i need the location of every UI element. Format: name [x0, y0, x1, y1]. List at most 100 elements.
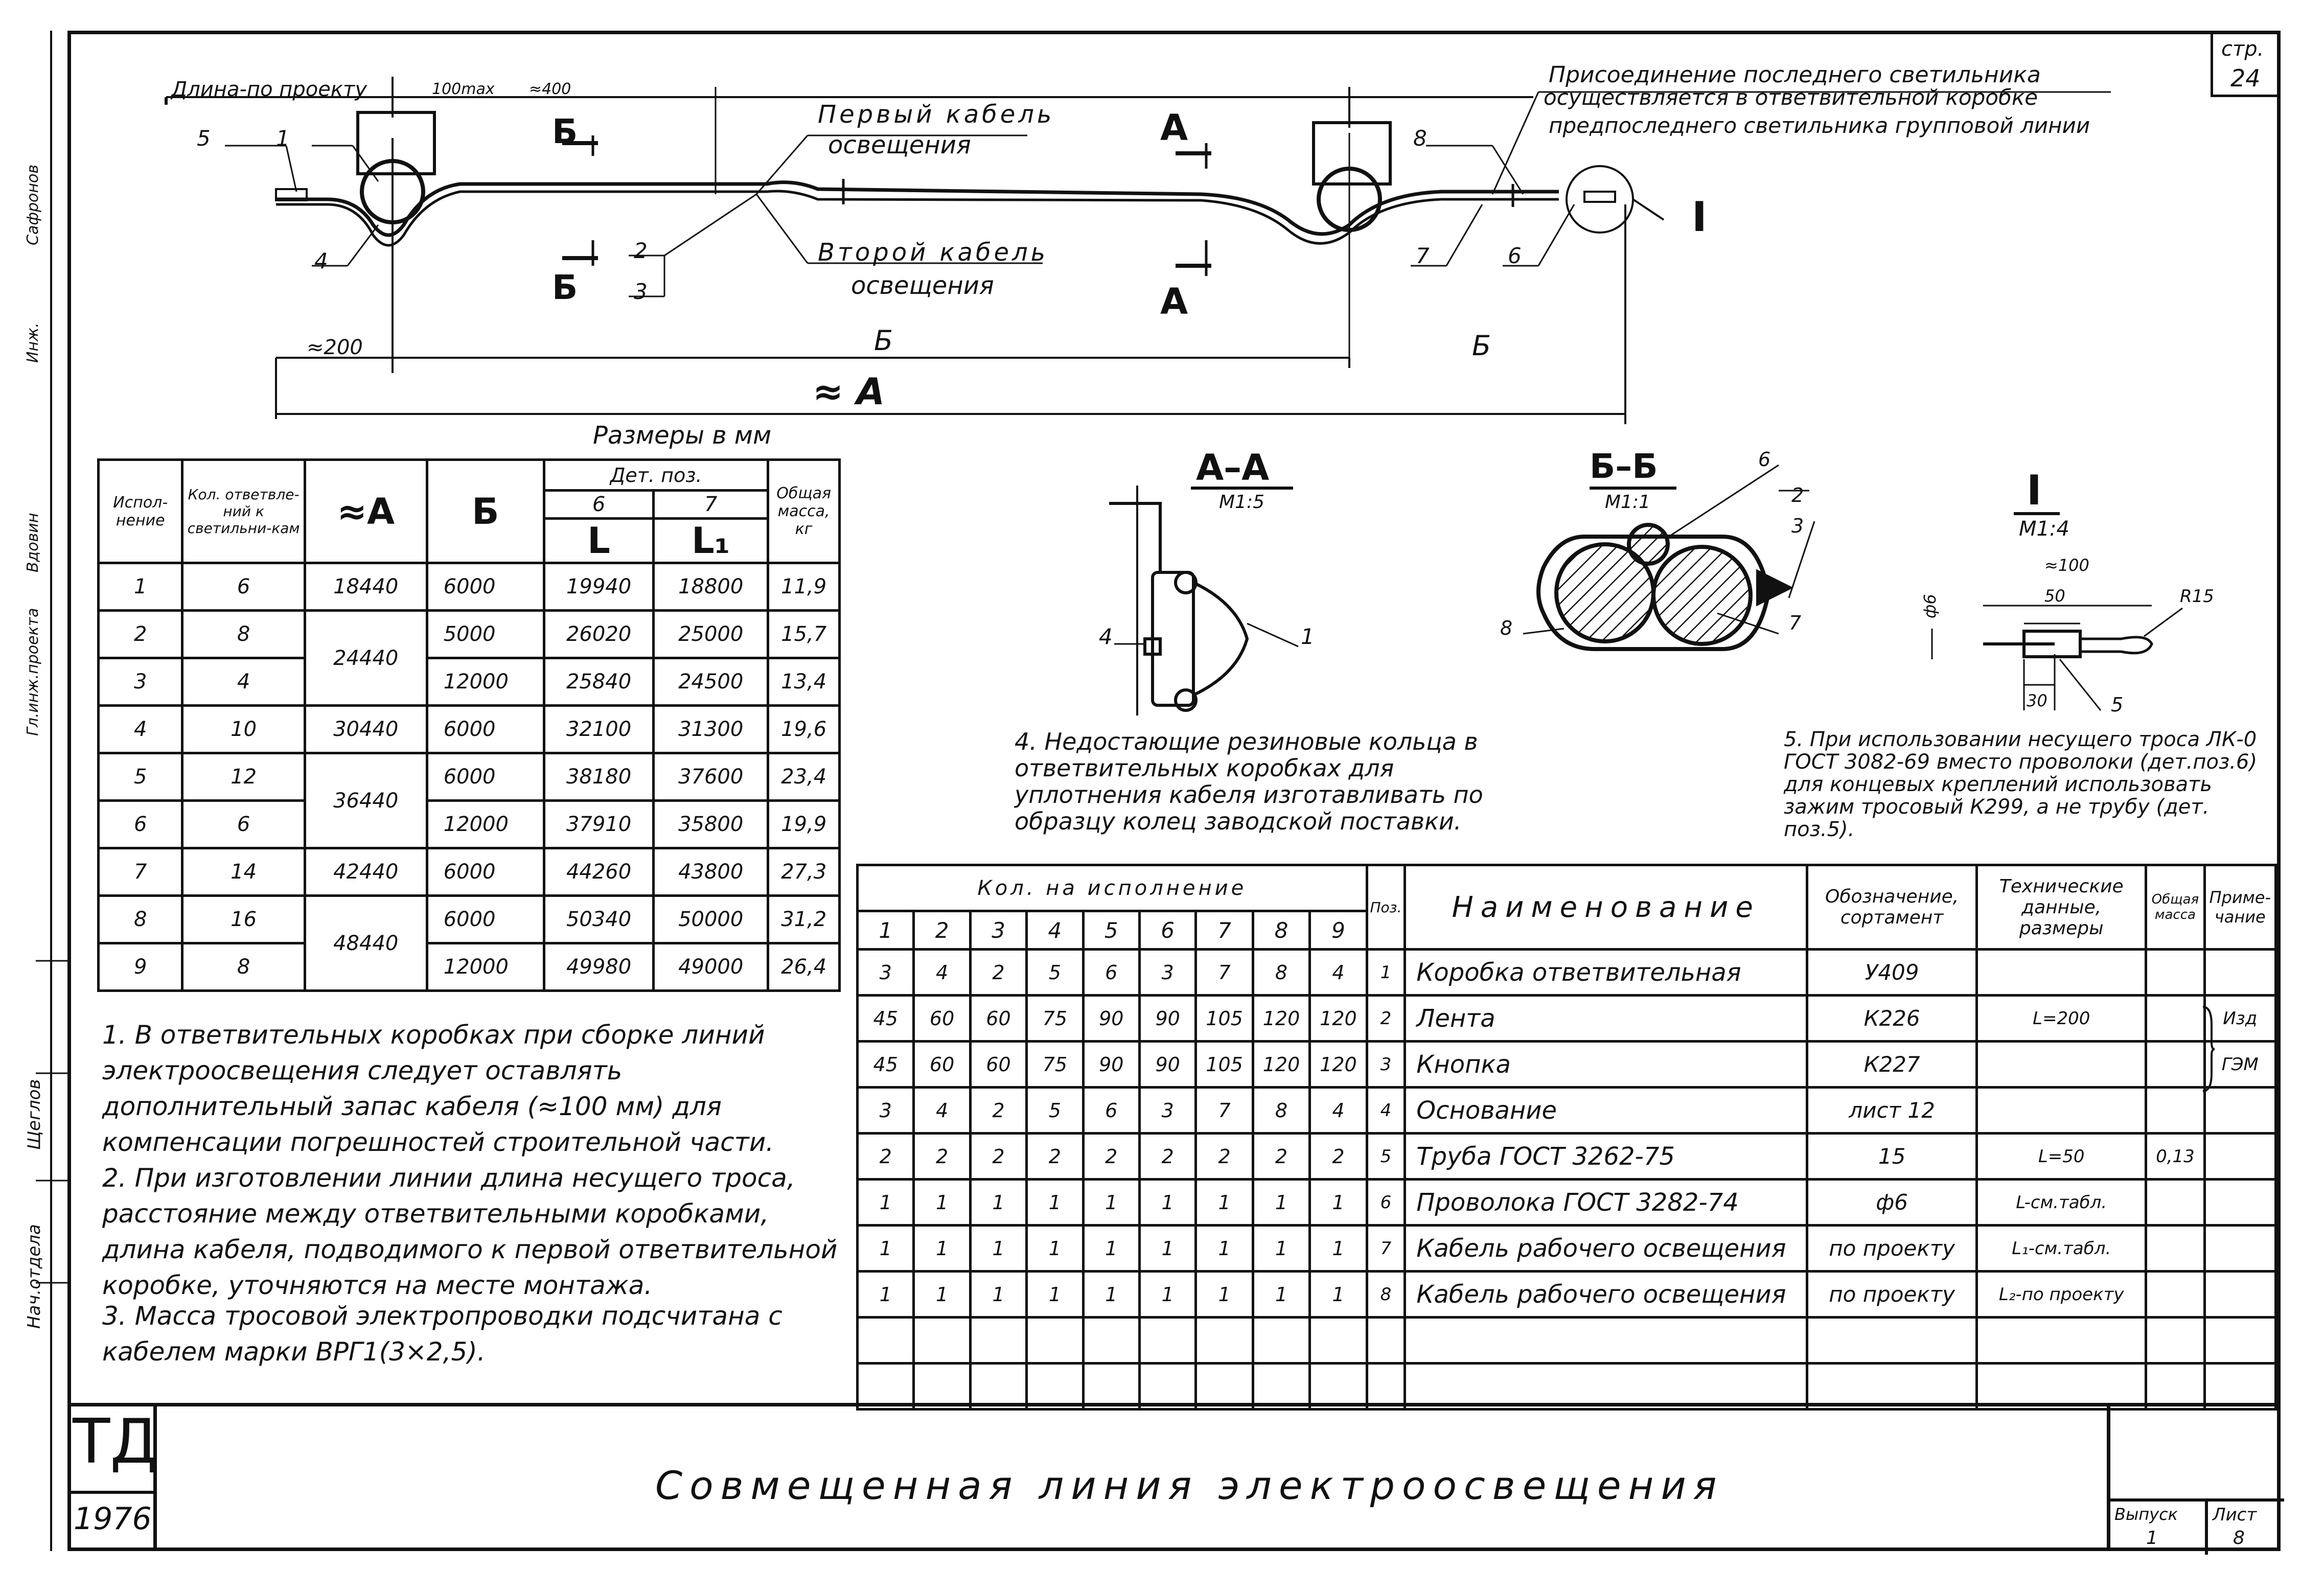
spec-desig-cell: лист 12 — [1806, 1086, 1978, 1135]
spec-qty-cell: 60 — [969, 1040, 1028, 1089]
spec-h-var-number: 7 — [1194, 910, 1254, 951]
spec-h-desig: Обозначение, сортамент — [1806, 864, 1978, 951]
second-cable-label-2: освещения — [851, 271, 994, 300]
spec-note-cell — [2203, 948, 2277, 997]
connection-note-3: предпоследнего светильника групповой лин… — [1549, 113, 2090, 138]
spec-name-cell: Основание — [1403, 1086, 1809, 1135]
connection-note-1: Присоединение последнего светильника — [1549, 62, 2041, 88]
dims-cell: 15,7 — [767, 609, 841, 659]
callout-2: 2 — [634, 238, 648, 263]
spec-qty-cell: 2 — [1308, 1132, 1368, 1181]
section-bb-scale: М1:1 — [1605, 492, 1650, 513]
spec-qty-cell: 2 — [969, 1132, 1028, 1181]
spec-qty-cell: 1 — [969, 1224, 1028, 1273]
spec-name-cell: Кнопка — [1403, 1040, 1809, 1089]
spec-qty-cell: 2 — [1194, 1132, 1254, 1181]
dims-h-mass: Общая масса, кг — [767, 458, 841, 564]
dims-cell: 37600 — [652, 752, 770, 802]
spec-name-cell: Проволока ГОСТ 3282-74 — [1403, 1178, 1809, 1227]
callout-4: 4 — [314, 248, 328, 273]
dims-cell: 9 — [97, 942, 184, 992]
dims-cell: 19,9 — [767, 799, 841, 849]
spec-qty-cell: 2 — [1251, 1132, 1311, 1181]
spec-qty-cell: 1 — [1025, 1224, 1085, 1273]
spec-qty-cell: 3 — [856, 1086, 915, 1135]
dims-cell: 1 — [97, 562, 184, 612]
plan-view — [165, 77, 2111, 424]
dims-cell: 6 — [181, 562, 306, 612]
aa-callout-4: 4 — [1099, 624, 1113, 649]
spec-qty-cell: 4 — [1308, 1086, 1368, 1135]
spec-pos-cell: 8 — [1365, 1270, 1407, 1319]
callout-3: 3 — [634, 279, 648, 304]
dims-h-l: L — [542, 517, 655, 564]
spec-mass-cell — [2145, 1086, 2206, 1135]
spec-pos-cell: 3 — [1365, 1040, 1407, 1089]
dims-h-count: Кол. ответвле-ний к светильни-кам — [181, 458, 306, 564]
spec-desig-cell: по проекту — [1806, 1270, 1978, 1319]
spec-qty-cell: 5 — [1025, 1086, 1085, 1135]
section-bb-title: Б–Б — [1590, 447, 1658, 486]
spec-mass-cell — [2145, 1270, 2206, 1319]
section-mark-a-bottom: А — [1160, 281, 1188, 322]
section-mark-b-bottom: Б — [552, 268, 578, 307]
dims-cell: 3 — [97, 657, 184, 707]
dims-cell: 2 — [97, 609, 184, 659]
spec-qty-cell: 1 — [969, 1178, 1028, 1227]
spec-qty-cell: 120 — [1251, 994, 1311, 1043]
spec-qty-cell: 4 — [1308, 948, 1368, 997]
dims-cell: 26020 — [542, 609, 655, 659]
spec-qty-cell: 120 — [1251, 1040, 1311, 1089]
spec-tech-cell: L₂-по проекту — [1975, 1270, 2148, 1319]
spec-qty-cell: 1 — [912, 1224, 972, 1273]
dims-cell: 27,3 — [767, 847, 841, 897]
spec-qty-cell: 60 — [969, 994, 1028, 1043]
spec-tech-cell — [1975, 948, 2148, 997]
spec-qty-cell: 7 — [1194, 948, 1254, 997]
spec-qty-cell: 1 — [912, 1178, 972, 1227]
title-block: ТД 1976 Совмещенная линия электроосвещен… — [67, 1403, 2284, 1555]
dims-cell: 4 — [97, 704, 184, 754]
i-dim-50: 50 — [2044, 586, 2065, 606]
callout-7: 7 — [1416, 243, 1430, 268]
spec-qty-cell: 105 — [1194, 1040, 1254, 1089]
dims-cell-a: 30440 — [303, 704, 428, 754]
i-callout-5: 5 — [2111, 694, 2124, 716]
dims-cell-a: 24440 — [303, 609, 428, 707]
dim-b-2: Б — [1472, 330, 1491, 362]
note-3: 3. Масса тросовой электропроводки подсчи… — [102, 1301, 783, 1367]
dims-cell: 49000 — [652, 942, 770, 992]
dims-h-l1: L₁ — [652, 517, 770, 564]
dims-cell: 12000 — [425, 799, 546, 849]
dims-cell: 31300 — [652, 704, 770, 754]
dims-h-b: Б — [425, 458, 546, 564]
dims-cell: 6000 — [425, 704, 546, 754]
spec-h-count: Кол. на исполнение — [856, 864, 1368, 912]
left-stamp-strip: Нач.отдела Щеглов Гл.инж.проекта Вдовин … — [24, 31, 67, 1551]
spec-qty-cell: 1 — [912, 1270, 972, 1319]
spec-qty-cell: 1 — [1194, 1178, 1254, 1227]
dims-cell: 8 — [181, 609, 306, 659]
spec-qty-cell: 75 — [1025, 994, 1085, 1043]
dims-cell: 38180 — [542, 752, 655, 802]
spec-qty-cell: 1 — [1308, 1224, 1368, 1273]
spec-qty-cell: 2 — [1082, 1132, 1141, 1181]
spec-qty-cell: 4 — [912, 948, 972, 997]
node-i-drawing — [1931, 605, 2183, 711]
spec-qty-cell: 1 — [1308, 1178, 1368, 1227]
dims-cell: 43800 — [652, 847, 770, 897]
note-4: 4. Недостающие резиновые кольца в ответв… — [1015, 728, 1483, 835]
bb-callout-2: 2 — [1791, 484, 1804, 506]
series-code: ТД — [73, 1406, 158, 1477]
spec-qty-cell: 1 — [1138, 1178, 1198, 1227]
note-bracket — [2202, 1006, 2215, 1092]
spec-mass-cell — [2145, 1178, 2206, 1227]
dims-h-6: 6 — [542, 489, 655, 520]
spec-desig-cell: по проекту — [1806, 1224, 1978, 1273]
